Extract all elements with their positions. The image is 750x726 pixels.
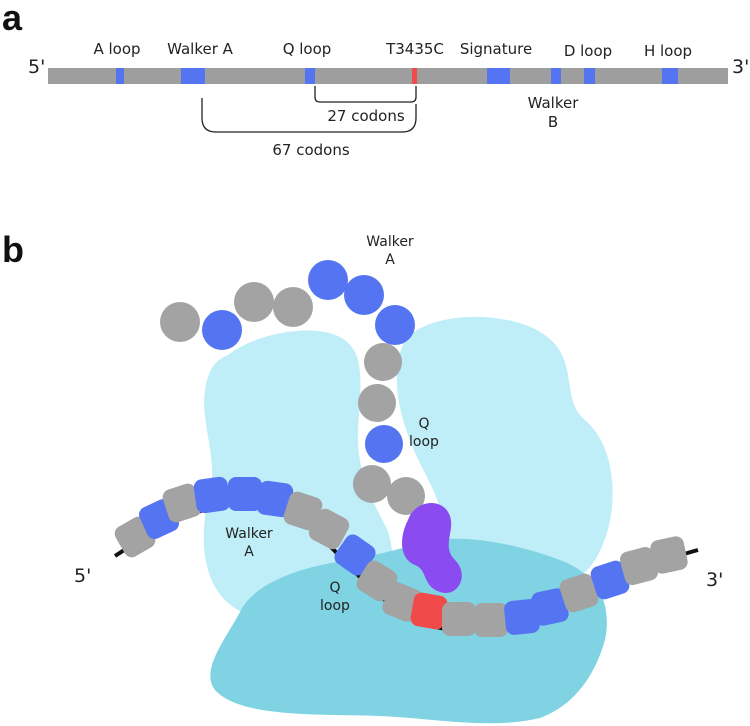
label-q-loop-low-line2: loop xyxy=(320,598,350,614)
codon-blue xyxy=(531,588,569,626)
label-walker-a-left-line1: Walker xyxy=(225,526,273,542)
domain-signature xyxy=(487,68,510,84)
bracket-27-codons xyxy=(314,86,417,103)
three-prime-label-a: 3' xyxy=(732,56,749,78)
residue-blue xyxy=(202,310,242,350)
panel-b-letter: b xyxy=(2,229,24,270)
residue xyxy=(358,384,396,422)
label-q-loop-mid-line1: Q xyxy=(418,416,429,432)
mutation-site xyxy=(412,68,417,84)
codon xyxy=(356,560,398,602)
label-mutation: T3435C xyxy=(385,40,444,58)
domain-q-loop xyxy=(305,68,315,84)
trna-shape xyxy=(402,502,462,593)
domain-d-loop xyxy=(584,68,595,84)
codon-blue xyxy=(256,480,294,518)
label-walker-a-top-line2: A xyxy=(385,252,395,268)
codon-blue xyxy=(228,477,262,511)
panel-a-letter: a xyxy=(2,0,23,38)
gene-bar xyxy=(48,68,728,84)
residue-blue xyxy=(344,275,384,315)
label-q-loop-low-line1: Q xyxy=(329,580,340,596)
label-walker-a-left-line2: A xyxy=(244,544,254,560)
codon xyxy=(474,603,508,637)
residue xyxy=(160,302,200,342)
residue xyxy=(234,282,274,322)
label-h-loop: H loop xyxy=(644,42,692,60)
codon xyxy=(308,508,350,550)
codon-blue xyxy=(193,476,231,514)
residue-blue xyxy=(308,260,348,300)
codon xyxy=(619,546,659,586)
residue xyxy=(364,343,402,381)
three-prime-label-b: 3' xyxy=(706,569,723,591)
bracket-67-codons xyxy=(201,98,417,133)
residue xyxy=(387,477,425,515)
five-prime-label-b: 5' xyxy=(74,565,91,587)
label-a-loop: A loop xyxy=(93,40,140,58)
label-q-loop: Q loop xyxy=(283,40,332,58)
label-27-codons: 27 codons xyxy=(327,107,404,125)
label-walker-a: Walker A xyxy=(167,40,234,58)
domain-h-loop xyxy=(662,68,678,84)
residue-blue xyxy=(365,425,403,463)
label-walker-b-line1: Walker xyxy=(528,94,580,112)
label-67-codons: 67 codons xyxy=(272,141,349,159)
domain-a-loop xyxy=(116,68,124,84)
residue xyxy=(353,465,391,503)
mrna-codons xyxy=(114,476,688,637)
residue-blue xyxy=(375,305,415,345)
codon xyxy=(559,573,599,613)
codon-blue xyxy=(590,560,630,600)
label-walker-a-top-line1: Walker xyxy=(366,234,414,250)
label-q-loop-mid-line2: loop xyxy=(409,434,439,450)
label-signature: Signature xyxy=(460,40,532,58)
codon-mutation xyxy=(410,592,448,630)
codon-blue xyxy=(504,599,540,635)
codon xyxy=(650,536,688,574)
domain-walker-b xyxy=(551,68,561,84)
label-walker-b-line2: B xyxy=(548,113,558,131)
codon xyxy=(283,491,323,531)
five-prime-label-a: 5' xyxy=(28,56,45,78)
residue xyxy=(273,287,313,327)
domain-walker-a xyxy=(181,68,205,84)
nascent-chain xyxy=(160,260,425,515)
codon-blue xyxy=(334,534,376,576)
ribosome-small-subunit xyxy=(210,538,607,724)
codon xyxy=(442,602,476,636)
codon xyxy=(162,483,202,523)
label-d-loop: D loop xyxy=(564,42,612,60)
